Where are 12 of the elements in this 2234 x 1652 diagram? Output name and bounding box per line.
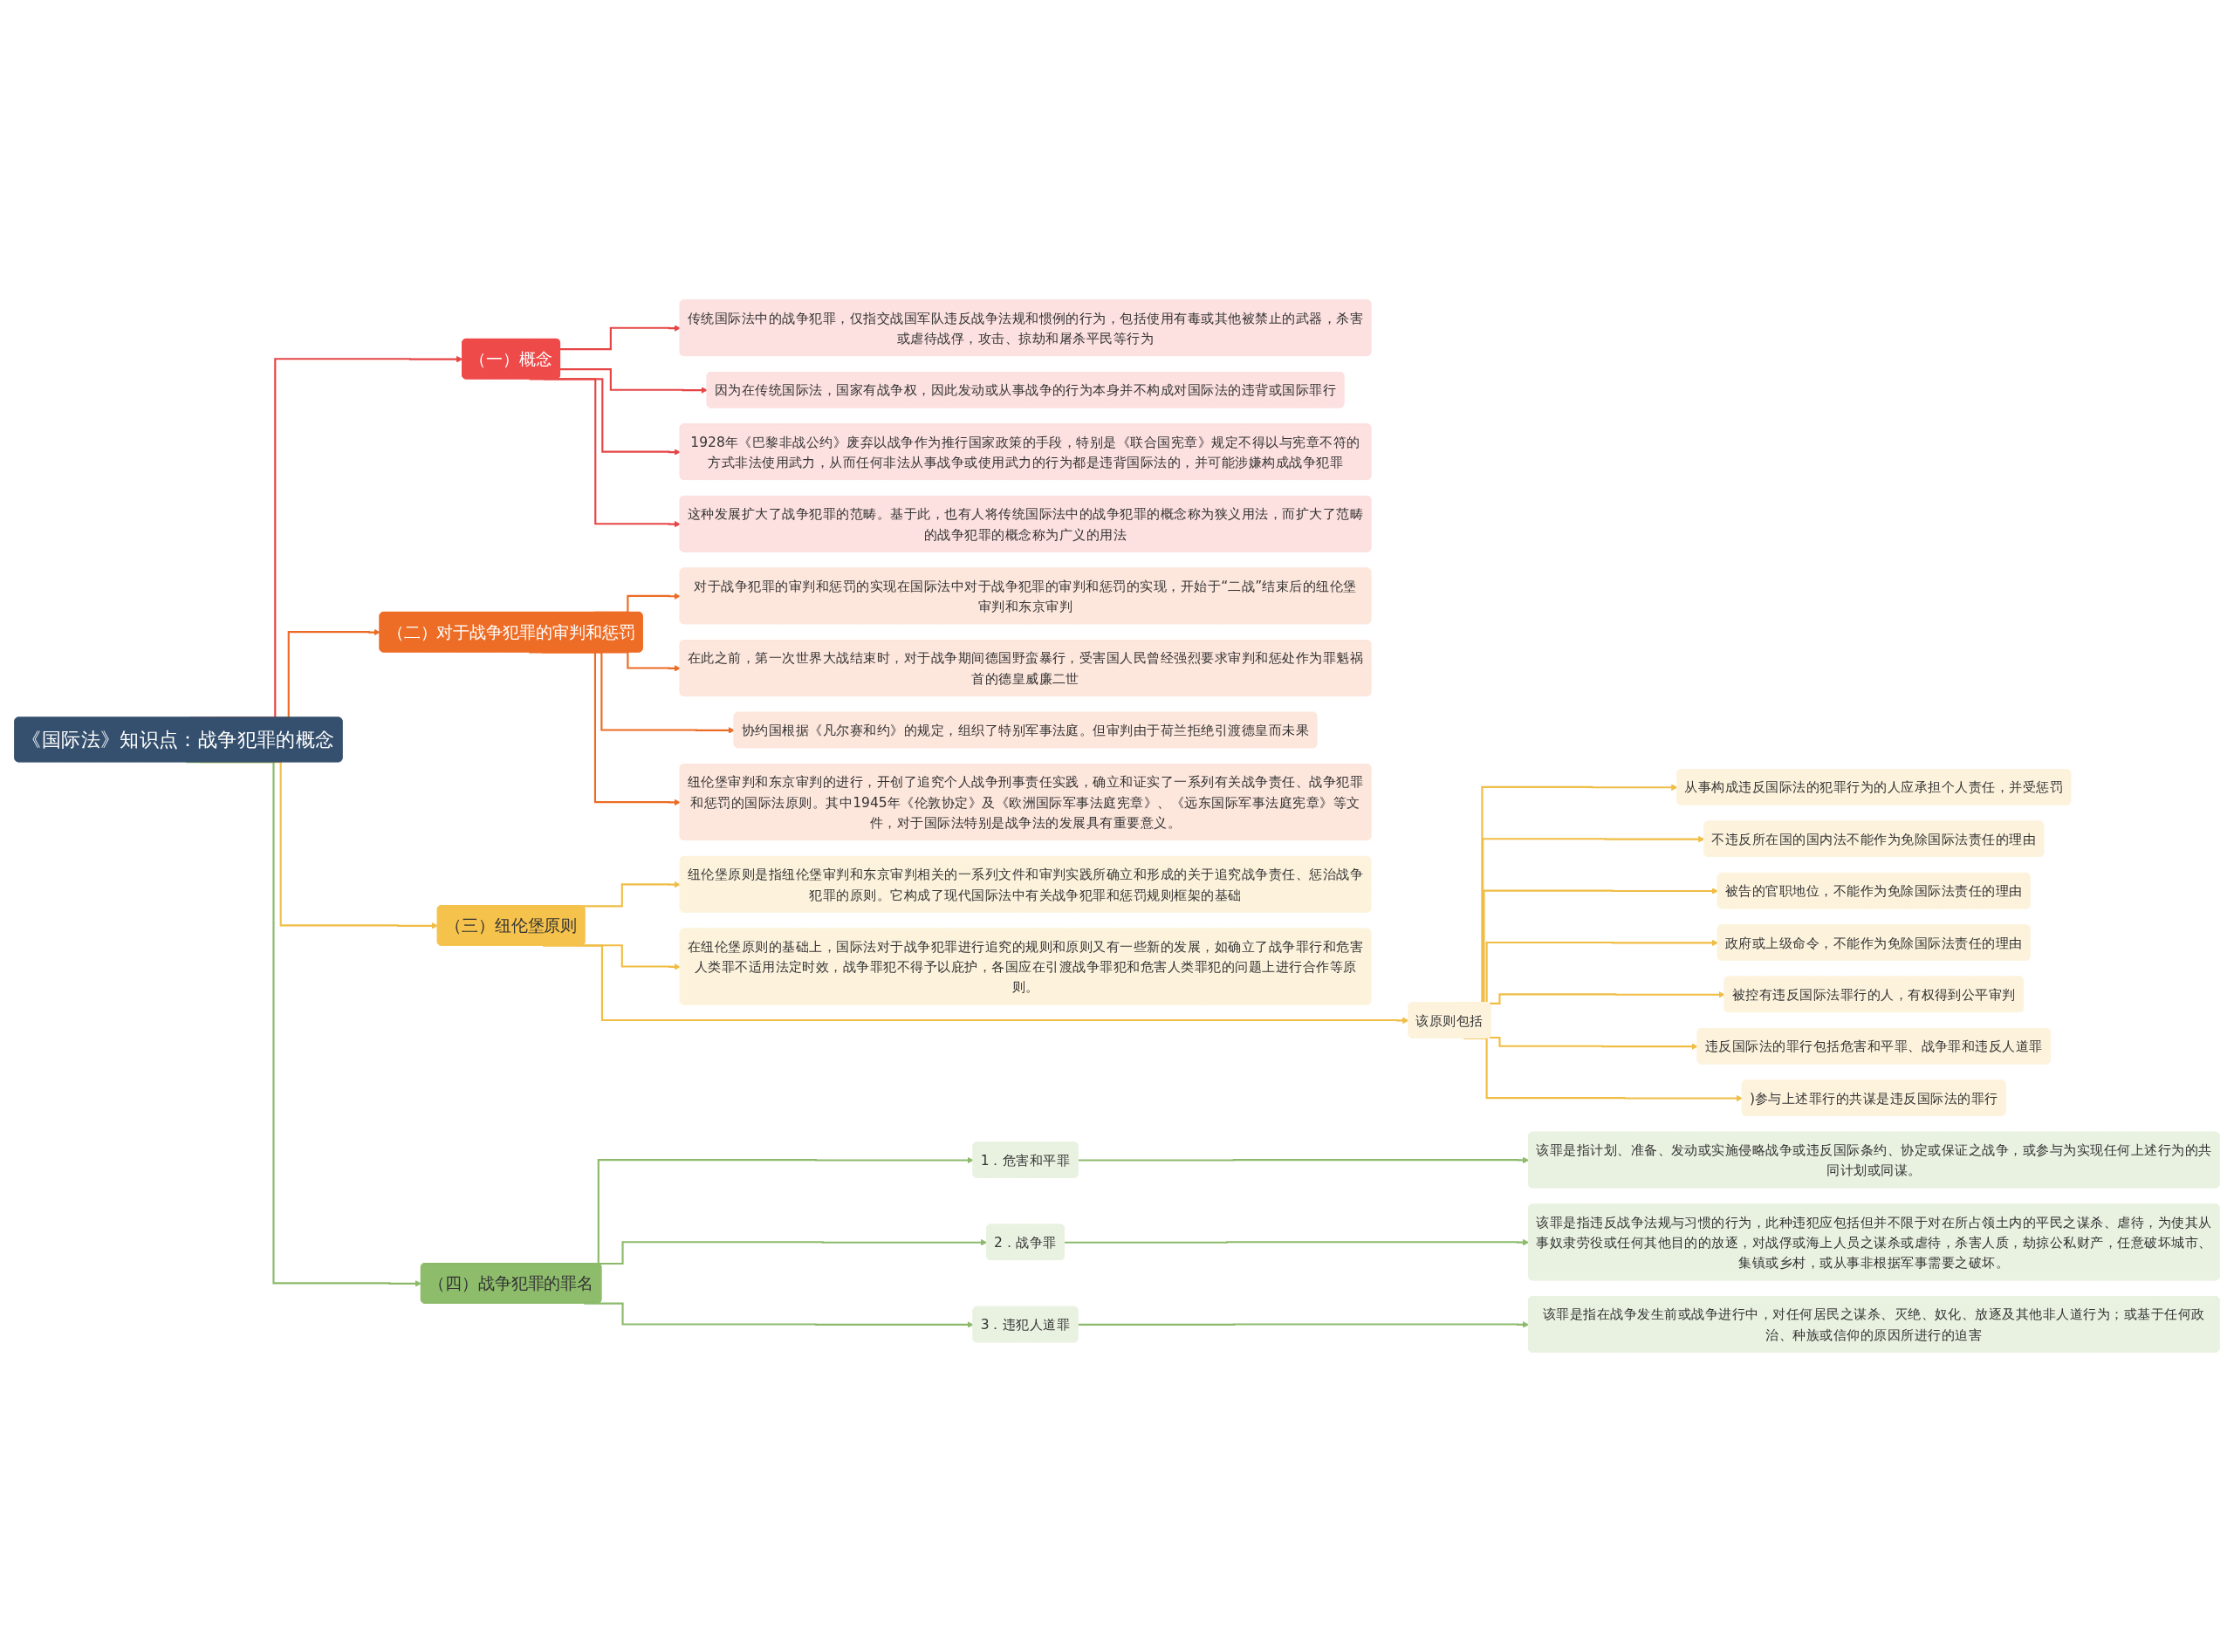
arrow [1078,1156,1530,1164]
arrow [582,944,681,970]
arrow [560,325,681,351]
arrow [582,881,681,908]
arrow [1064,1238,1530,1246]
arrow [186,761,422,1287]
arrow [1078,1320,1530,1328]
arrow [1489,991,1725,1004]
arrow [1489,1036,1698,1050]
arrow [560,367,708,394]
arrow [529,651,681,806]
arrow [529,378,681,528]
